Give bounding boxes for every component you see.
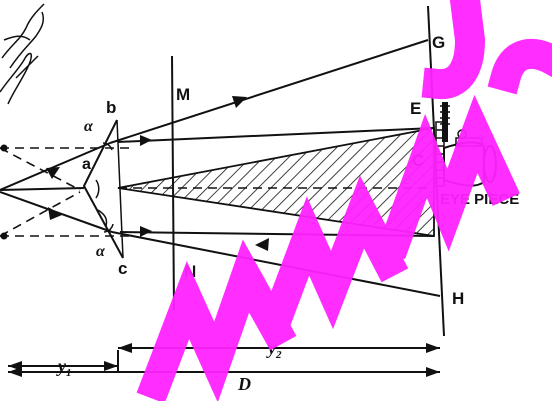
signature-scribble — [0, 3, 45, 105]
label-alpha-bottom: α — [96, 243, 106, 260]
watermark — [136, 0, 552, 401]
virtual-rays — [0, 147, 430, 237]
ray-arrows — [46, 96, 269, 251]
label-y1-sub: 1 — [66, 367, 72, 379]
label-m: M — [176, 85, 190, 104]
label-alpha-top: α — [84, 118, 94, 135]
source-points — [0, 144, 8, 240]
interference-region — [117, 126, 435, 238]
label-g: G — [432, 33, 445, 52]
label-y1: y1 — [56, 356, 72, 379]
label-y1-base: y — [56, 356, 67, 376]
biprism — [82, 119, 124, 259]
label-c-prism: c — [118, 259, 127, 278]
label-d: D — [237, 374, 251, 394]
label-e: E — [410, 99, 421, 118]
label-y2-sub: 2 — [275, 349, 282, 361]
label-h: H — [452, 289, 464, 308]
label-a: a — [82, 156, 91, 173]
screen-mn — [171, 55, 175, 311]
label-b: b — [106, 98, 116, 117]
prism-angle-arcs — [95, 142, 114, 233]
